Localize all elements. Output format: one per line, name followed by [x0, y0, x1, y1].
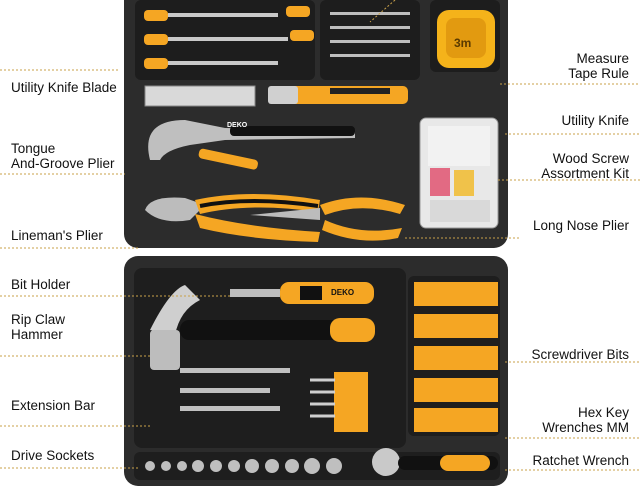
label-measure-tape-rule: Measure Tape Rule: [568, 51, 629, 81]
ratchet-wrench: [372, 448, 498, 476]
extension-bars: [180, 368, 290, 411]
drive-sockets: [145, 458, 342, 474]
label-linemans-plier: Lineman's Plier: [11, 228, 103, 243]
label-extension-bar: Extension Bar: [11, 398, 96, 413]
bit-holder: [230, 282, 374, 304]
label-ratchet-wrench: Ratchet Wrench: [532, 453, 629, 468]
long-nose-plier: [250, 197, 405, 241]
claw-hammer: [150, 285, 375, 370]
label-rip-claw-hammer: Rip Claw Hammer: [11, 312, 66, 342]
blade-pack: [144, 85, 256, 107]
label-utility-knife-blade: Utility Knife Blade: [11, 80, 117, 95]
leader-lines: [0, 0, 640, 471]
hex-key-set: [310, 372, 368, 432]
upper-bits: [330, 12, 410, 57]
label-drive-sockets: Drive Sockets: [11, 448, 95, 463]
tape-measure: [437, 10, 495, 68]
label-tongue-groove-plier: Tongue And-Groove Plier: [11, 141, 115, 171]
label-screwdriver-bits: Screwdriver Bits: [531, 347, 629, 362]
label-long-nose-plier: Long Nose Plier: [532, 218, 629, 233]
utility-knife: [268, 86, 408, 104]
linemans-plier: [145, 194, 320, 242]
tongue-groove-plier: [148, 120, 355, 170]
label-hex-key-wrenches: Hex Key Wrenches MM: [542, 405, 629, 435]
screwdriver-bits-grid: [414, 282, 498, 432]
bit-holder-brand-text: DEKO: [331, 288, 355, 297]
label-bit-holder: Bit Holder: [11, 277, 71, 292]
label-wood-screw-kit: Wood Screw Assortment Kit: [541, 151, 629, 181]
tape-measure-text: 3m: [454, 36, 472, 50]
label-utility-knife: Utility Knife: [561, 113, 629, 128]
plier-brand-text: DEKO: [227, 122, 248, 129]
screw-box: [419, 117, 499, 229]
screwdriver-set: [144, 6, 314, 69]
